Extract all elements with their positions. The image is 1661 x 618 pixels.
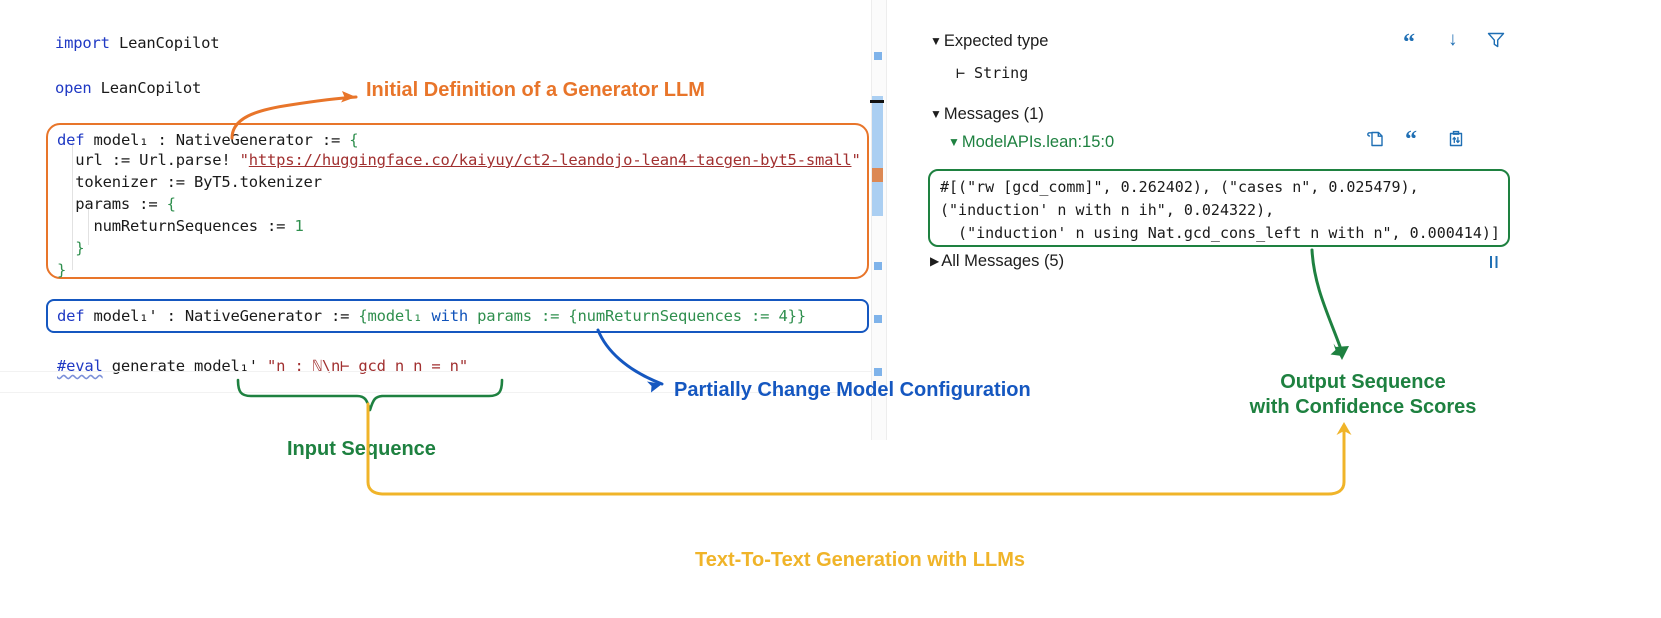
message-location-header[interactable]: ▼ModelAPIs.lean:15:0 [948, 133, 1114, 152]
spread-prefix: {model₁ [358, 307, 432, 325]
pause-icon[interactable] [1486, 254, 1502, 270]
all-messages-header[interactable]: ▶All Messages (5) [930, 252, 1064, 271]
annotation-output-sequence: Output Sequence with Confidence Scores [1223, 370, 1503, 420]
output-sequence-box [928, 169, 1510, 247]
output-line-1: #[("rw [gcd_comm]", 0.262402), ("cases n… [940, 178, 1419, 196]
input-sequence-string: "n : ℕ\n⊢ gcd n n = n" [267, 357, 468, 375]
code-line-open[interactable]: open LeanCopilot [55, 78, 201, 98]
url-field-prefix: url := Url.parse! [57, 151, 240, 169]
decl-signature: model₁' : NativeGenerator := [93, 307, 359, 325]
spread-end: }} [787, 307, 806, 325]
clipboard-sync-icon[interactable] [1445, 128, 1467, 150]
module-name: LeanCopilot [118, 34, 220, 52]
code-line-def-model1[interactable]: def model₁ : NativeGenerator := { [57, 130, 359, 150]
open-brace: { [166, 195, 176, 213]
row-separator [0, 371, 871, 372]
annotation-initial-definition: Initial Definition of a Generator LLM [366, 79, 705, 101]
indent-guide [88, 200, 89, 245]
quote-icon[interactable]: “ [1405, 127, 1417, 153]
numreturnsequences-value: 1 [294, 217, 304, 235]
input-sequence-brace [236, 378, 504, 412]
overview-warning-mark [872, 168, 883, 182]
code-line-params[interactable]: params := { [57, 194, 176, 214]
chevron-down-icon[interactable]: ▼ [948, 135, 960, 149]
eval-command: #eval [57, 357, 103, 375]
annotation-text-to-text: Text-To-Text Generation with LLMs [695, 549, 1025, 571]
chevron-down-icon[interactable]: ▼ [930, 107, 942, 121]
expected-type-header[interactable]: ▼Expected type [930, 32, 1048, 51]
output-line-2: ("induction' n with n ih", 0.024322), [940, 201, 1275, 219]
spread-suffix: params := {numReturnSequences := [467, 307, 779, 325]
yellow-connector-arrow [366, 402, 1352, 496]
quote-icon[interactable]: “ [1403, 30, 1415, 56]
annotation-input-sequence: Input Sequence [287, 438, 436, 460]
keyword-def: def [57, 131, 85, 149]
scrollbar-thumb[interactable] [872, 96, 883, 216]
code-line-tokenizer[interactable]: tokenizer := ByT5.tokenizer [57, 172, 322, 192]
overview-mark [874, 262, 882, 270]
decl-signature: model₁ : NativeGenerator := [93, 131, 350, 149]
expected-type-label: Expected type [943, 32, 1049, 50]
output-line-3: ("induction' n using Nat.gcd_cons_left n… [940, 224, 1500, 242]
numreturnsequences-override-value: 4 [778, 307, 788, 325]
indent-guide [72, 140, 73, 270]
lean-editor-pane[interactable]: import LeanCopilot open LeanCopilot def … [0, 0, 878, 440]
orange-highlight-box [46, 123, 869, 279]
tokenizer-field: tokenizer := ByT5.tokenizer [57, 173, 322, 191]
huggingface-url[interactable]: https://huggingface.co/kaiyuy/ct2-leando… [248, 151, 852, 169]
message-location[interactable]: ModelAPIs.lean:15:0 [961, 133, 1115, 151]
overview-mark [874, 52, 882, 60]
code-line-close-outer[interactable]: } [57, 261, 67, 279]
overview-cursor-mark [870, 100, 884, 103]
messages-header[interactable]: ▼Messages (1) [930, 105, 1044, 124]
code-line-close-inner[interactable]: } [57, 239, 85, 257]
module-name: LeanCopilot [100, 79, 202, 97]
copy-page-icon[interactable] [1365, 128, 1387, 150]
infoview-panel[interactable]: ▼Expected type ⊢ String “ ↓ ▼Messages (1… [918, 0, 1661, 300]
code-line-import[interactable]: import LeanCopilot [55, 33, 220, 53]
editor-overview-ruler[interactable] [870, 0, 887, 440]
chevron-down-icon[interactable]: ▼ [930, 34, 942, 48]
orange-arrow [230, 91, 358, 140]
green-arrow [1310, 248, 1349, 360]
filter-icon[interactable] [1486, 30, 1506, 50]
code-line-def-model1-prime[interactable]: def model₁' : NativeGenerator := {model₁… [57, 306, 806, 326]
annotation-partially-change: Partially Change Model Configuration [674, 379, 1031, 401]
output-sequence-text: #[("rw [gcd_comm]", 0.262402), ("cases n… [940, 176, 1500, 245]
annotation-output-line1: Output Sequence [1280, 371, 1446, 393]
overview-mark [874, 315, 882, 323]
arrow-down-icon[interactable]: ↓ [1448, 29, 1458, 50]
messages-label: Messages (1) [943, 105, 1044, 123]
blue-highlight-box [46, 299, 869, 333]
keyword-with: with [431, 307, 468, 325]
annotation-output-line2: with Confidence Scores [1249, 396, 1477, 418]
expected-type-goal: ⊢ String [956, 64, 1029, 82]
params-field: params := [57, 195, 167, 213]
keyword-open: open [55, 79, 92, 97]
blue-arrow [596, 328, 664, 393]
keyword-def: def [57, 307, 85, 325]
all-messages-label: All Messages (5) [941, 252, 1065, 270]
overview-mark [874, 368, 882, 376]
eval-call: generate model₁' [102, 357, 268, 375]
row-separator [0, 392, 871, 393]
chevron-right-icon[interactable]: ▶ [930, 254, 940, 268]
open-brace: { [349, 131, 359, 149]
code-line-url[interactable]: url := Url.parse! "https://huggingface.c… [57, 151, 861, 169]
keyword-import: import [55, 34, 110, 52]
code-line-eval[interactable]: #eval generate model₁' "n : ℕ\n⊢ gcd n n… [57, 356, 468, 376]
code-line-numreturnsequences[interactable]: numReturnSequences := 1 [57, 216, 304, 236]
numreturnsequences-field: numReturnSequences := [57, 217, 295, 235]
